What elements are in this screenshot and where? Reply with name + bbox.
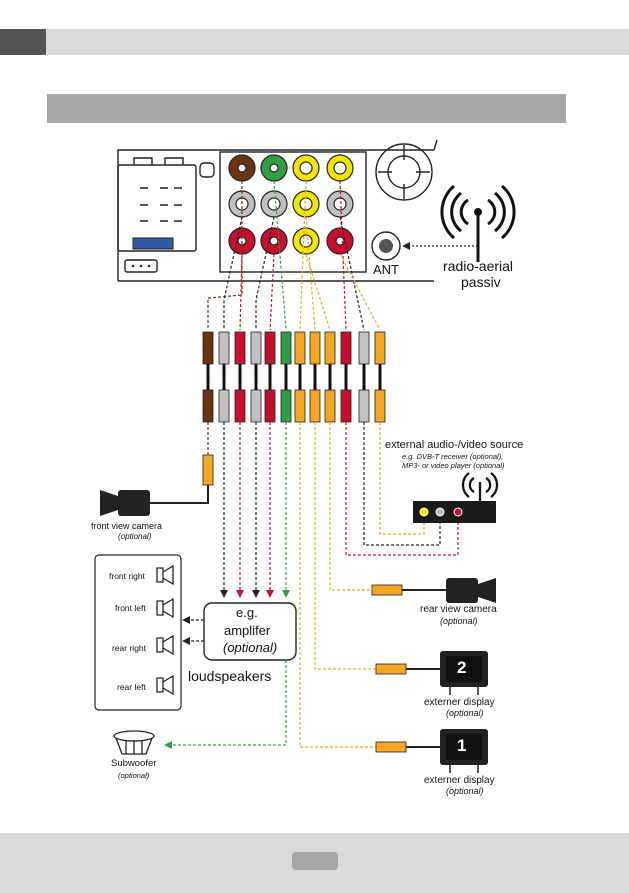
speaker-label-rear-left: rear left	[117, 682, 146, 692]
amplifier-label-line1: e.g.	[236, 605, 258, 620]
chapter-tab	[0, 29, 46, 55]
subwoofer-optional: (optional)	[118, 771, 150, 780]
antenna-label: ANT	[373, 262, 399, 277]
av-source-antenna-icon	[461, 472, 499, 501]
amplifier-input-arrows	[220, 590, 290, 598]
rear-camera-label: rear view camera	[420, 604, 497, 615]
av-source-sub2: MP3- or video player (optional)	[402, 461, 505, 470]
page-number-badge	[292, 852, 338, 870]
speaker-label-rear-right: rear right	[112, 643, 147, 653]
display1-label: externer display	[424, 775, 495, 786]
jack-to-cable-lines	[207, 180, 381, 331]
display2-label: externer display	[424, 697, 495, 708]
amplifier-label-line2: amplifer	[224, 623, 271, 638]
radio-aerial-icon	[440, 184, 516, 262]
iso-pin-grid	[140, 187, 182, 222]
rear-camera-icon	[446, 578, 496, 603]
connector-dots	[131, 264, 151, 268]
amplifier-box	[203, 602, 297, 661]
av-source-lines	[345, 422, 459, 556]
av-source-sub1: e.g. DVB-T receiver (optional),	[402, 452, 504, 461]
subwoofer-label: Subwoofer	[111, 758, 157, 769]
speaker-label-front-right: front right	[109, 571, 145, 581]
front-camera-icon	[100, 490, 150, 516]
speakers-panel	[94, 554, 182, 711]
av-source-title: external audio-/video source	[385, 439, 524, 451]
subwoofer-icon	[113, 730, 155, 755]
front-camera-label: front view camera	[91, 521, 163, 531]
display2-number: 2	[457, 658, 467, 677]
front-camera-plug	[202, 454, 214, 486]
fuse-block	[132, 237, 174, 250]
header-bar	[0, 29, 629, 55]
speaker-label-front-left: front left	[115, 603, 146, 613]
rear-camera-optional: (optional)	[440, 616, 478, 626]
radio-aerial-sublabel: passiv	[461, 274, 501, 290]
display1-optional: (optional)	[446, 786, 484, 796]
loudspeakers-label: loudspeakers	[188, 668, 272, 684]
head-unit-panel	[117, 139, 438, 282]
section-title-bar	[47, 94, 566, 123]
display2-optional: (optional)	[446, 708, 484, 718]
display1-plug	[375, 741, 407, 753]
rear-camera-plug	[371, 584, 403, 596]
speaker-icons	[156, 564, 174, 696]
rca-cables	[202, 331, 386, 423]
cable-wires	[206, 364, 382, 390]
amplifier-label-line3: (optional)	[223, 640, 278, 655]
display2-plug	[375, 663, 407, 675]
amplifier-input-lines	[223, 422, 287, 592]
radio-aerial-label: radio-aerial	[443, 258, 514, 274]
display1-number: 1	[457, 736, 467, 755]
front-camera-optional: (optional)	[118, 532, 152, 541]
rca-jacks	[228, 154, 354, 255]
